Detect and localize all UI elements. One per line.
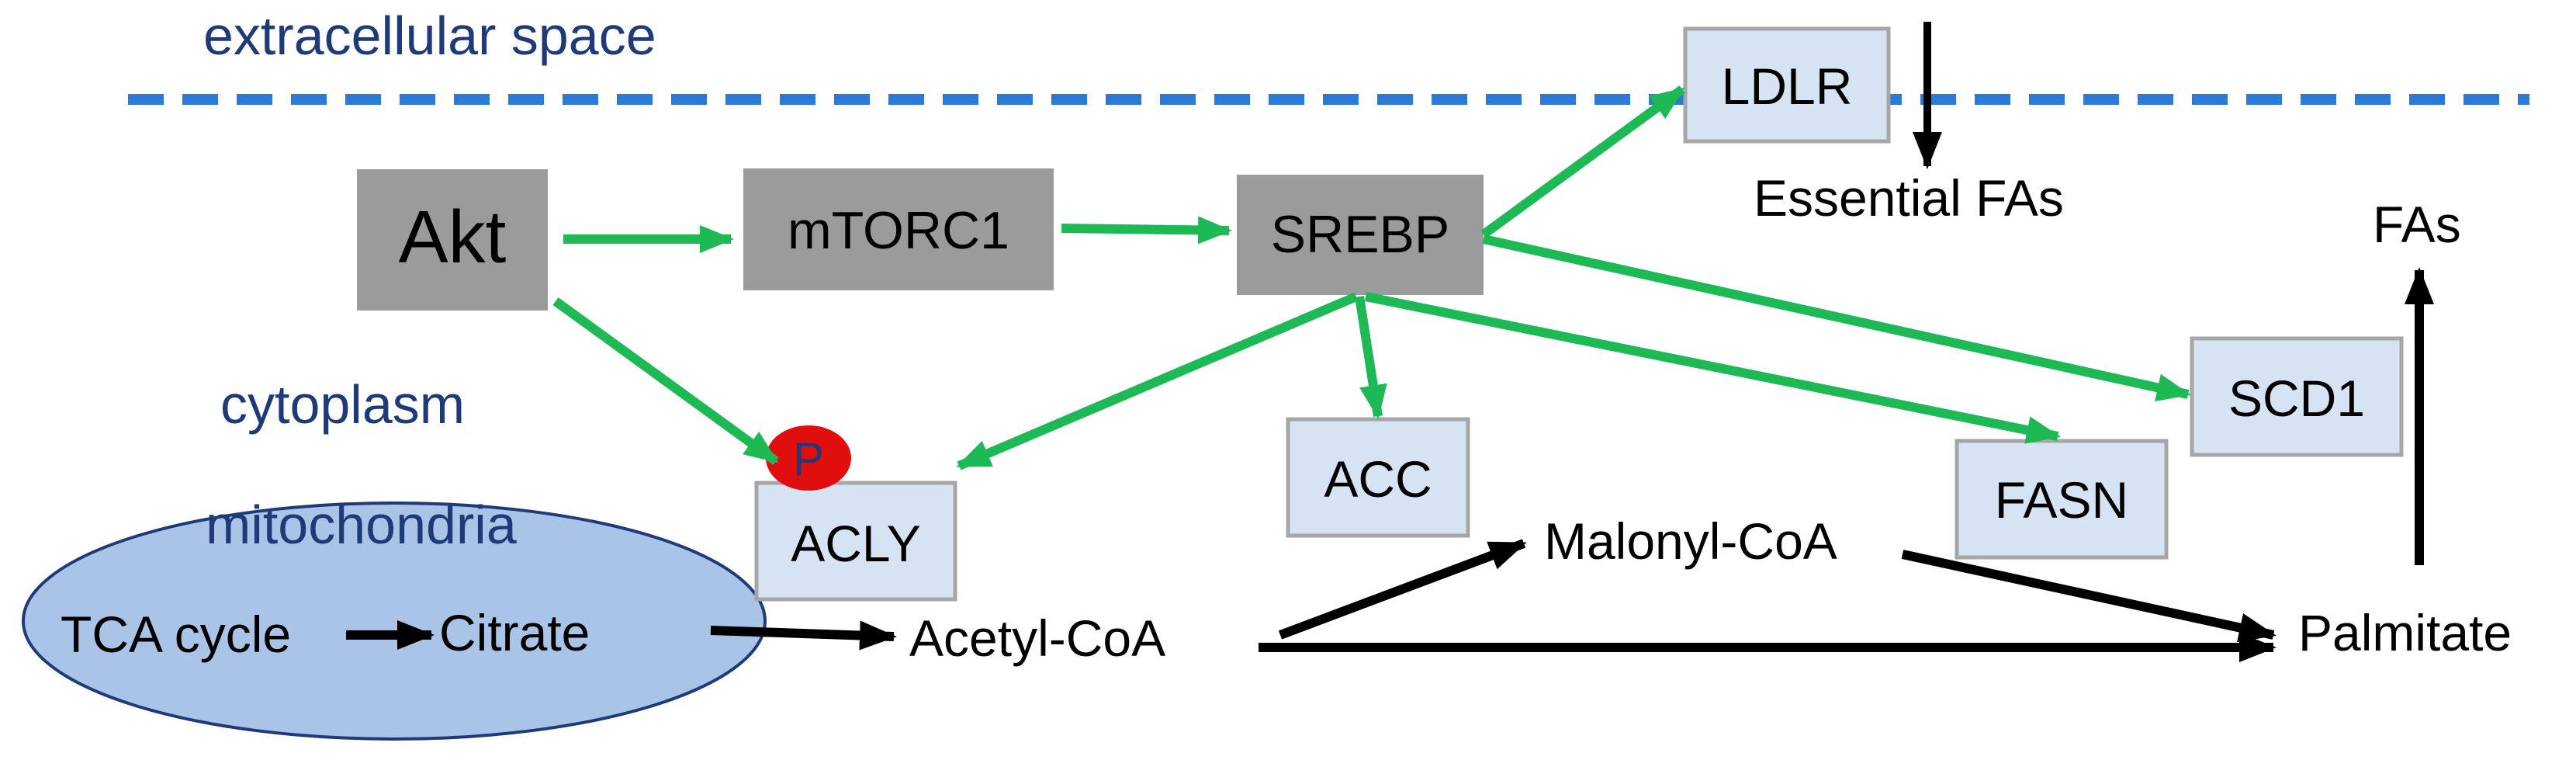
akt-node bbox=[357, 169, 548, 311]
malonyl-coa-label: Malonyl-CoA bbox=[1544, 512, 1837, 570]
phosphorylation-label: P bbox=[793, 433, 824, 485]
palmitate-label: Palmitate bbox=[2298, 604, 2512, 661]
acetyl-coa-label: Acetyl-CoA bbox=[909, 609, 1165, 667]
acc-node bbox=[1286, 417, 1470, 538]
essential-fas-label: Essential FAs bbox=[1754, 169, 2064, 227]
srebp-node bbox=[1237, 175, 1484, 295]
scd1-node bbox=[2190, 336, 2404, 457]
acly-node bbox=[754, 481, 957, 602]
citrate-label: Citrate bbox=[439, 604, 590, 661]
acly-label: ACLY bbox=[791, 515, 921, 572]
srebp-to-fasn-arrow bbox=[1364, 292, 2061, 444]
mtorc1-to-srebp-arrow bbox=[1061, 216, 1232, 245]
srebp-to-ldlr-arrow bbox=[1480, 85, 1685, 238]
ldlr-node bbox=[1683, 26, 1891, 144]
ldlr-label: LDLR bbox=[1722, 57, 1853, 115]
mtorc1-node bbox=[743, 168, 1054, 290]
tca-cycle-label: TCA cycle bbox=[61, 606, 291, 663]
srebp-to-acly-arrow bbox=[956, 292, 1359, 470]
extracellular-space-label: extracellular space bbox=[203, 5, 656, 66]
srebp-to-acc-arrow bbox=[1355, 296, 1387, 419]
mitochondria-compartment bbox=[22, 501, 767, 741]
mtorc1-label: mTORC1 bbox=[788, 201, 1009, 260]
phosphorylation-mark bbox=[766, 425, 851, 491]
fas-label: FAs bbox=[2373, 196, 2461, 253]
mitochondria-label: mitochondria bbox=[206, 495, 517, 555]
cytoplasm-label: cytoplasm bbox=[220, 374, 465, 435]
scd1-label: SCD1 bbox=[2228, 370, 2365, 427]
acetyl-coa-to-malonyl-coa-arrow bbox=[1278, 539, 1527, 640]
akt-label: Akt bbox=[399, 196, 507, 279]
fasn-node bbox=[1955, 439, 2169, 560]
akt-to-acly-arrow bbox=[552, 297, 779, 465]
srebp-label: SREBP bbox=[1271, 205, 1450, 264]
malonyl-coa-to-palmitate-arrow bbox=[1901, 550, 2277, 643]
srebp-to-scd1-arrow bbox=[1482, 234, 2191, 401]
fasn-label: FASN bbox=[1995, 471, 2128, 529]
citrate-to-acetyl-coa-arrow bbox=[710, 620, 897, 651]
acc-label: ACC bbox=[1324, 450, 1432, 508]
